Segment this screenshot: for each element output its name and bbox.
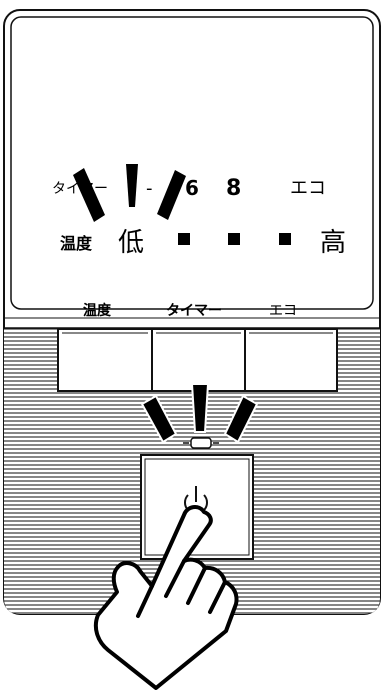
- timer-dash: -: [146, 178, 153, 199]
- eco-display-label: エコ: [290, 178, 326, 199]
- timer-button-label: タイマー: [166, 303, 222, 319]
- timer-button[interactable]: [151, 328, 246, 392]
- temp-display-label: 温度: [59, 234, 93, 253]
- timer-8-hours: 8: [226, 176, 241, 201]
- temp-button[interactable]: [57, 328, 153, 392]
- eco-button[interactable]: [244, 328, 338, 392]
- high-label: 高: [320, 228, 346, 258]
- level-indicator-3: [279, 233, 291, 245]
- eco-button-label: エコ: [269, 303, 297, 319]
- low-label: 低: [118, 228, 144, 258]
- power-press-indicator-icon: [140, 383, 259, 444]
- display-row-temperature: 温度 低 高: [59, 228, 346, 258]
- pointing-hand-icon: [93, 505, 239, 690]
- timer-6-hours: 6: [185, 176, 199, 200]
- function-buttons: [57, 328, 338, 392]
- level-indicator-1: [178, 233, 190, 245]
- press-indicator-icon: [73, 164, 186, 222]
- level-indicator-2: [228, 233, 240, 245]
- standby-led-icon: [183, 437, 219, 449]
- temp-button-label: 温度: [83, 302, 112, 319]
